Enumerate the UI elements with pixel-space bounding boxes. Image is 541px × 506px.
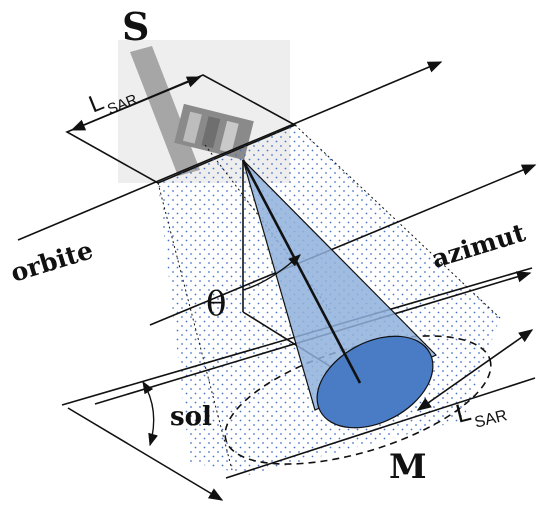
l-sar-bottom-sub: SAR <box>473 407 509 431</box>
l-sar-bottom-arrow <box>416 329 534 411</box>
orbit-label: orbite <box>7 235 96 287</box>
l-sar-top-arrow <box>70 76 202 131</box>
ground-label: sol <box>170 402 212 432</box>
l-sar-top-main: L <box>85 88 108 118</box>
theta-arc <box>242 254 301 291</box>
satellite-label: S <box>122 4 149 49</box>
azimuth-label: azimut <box>428 218 529 274</box>
beam-axis <box>241 159 362 384</box>
orbit-line <box>17 61 443 241</box>
ground-angle-arc <box>142 380 158 447</box>
target-label: M <box>389 447 427 487</box>
theta-label: θ <box>206 284 226 324</box>
azimuth-line <box>149 164 537 326</box>
l-sar-bottom-main: L <box>453 396 474 429</box>
